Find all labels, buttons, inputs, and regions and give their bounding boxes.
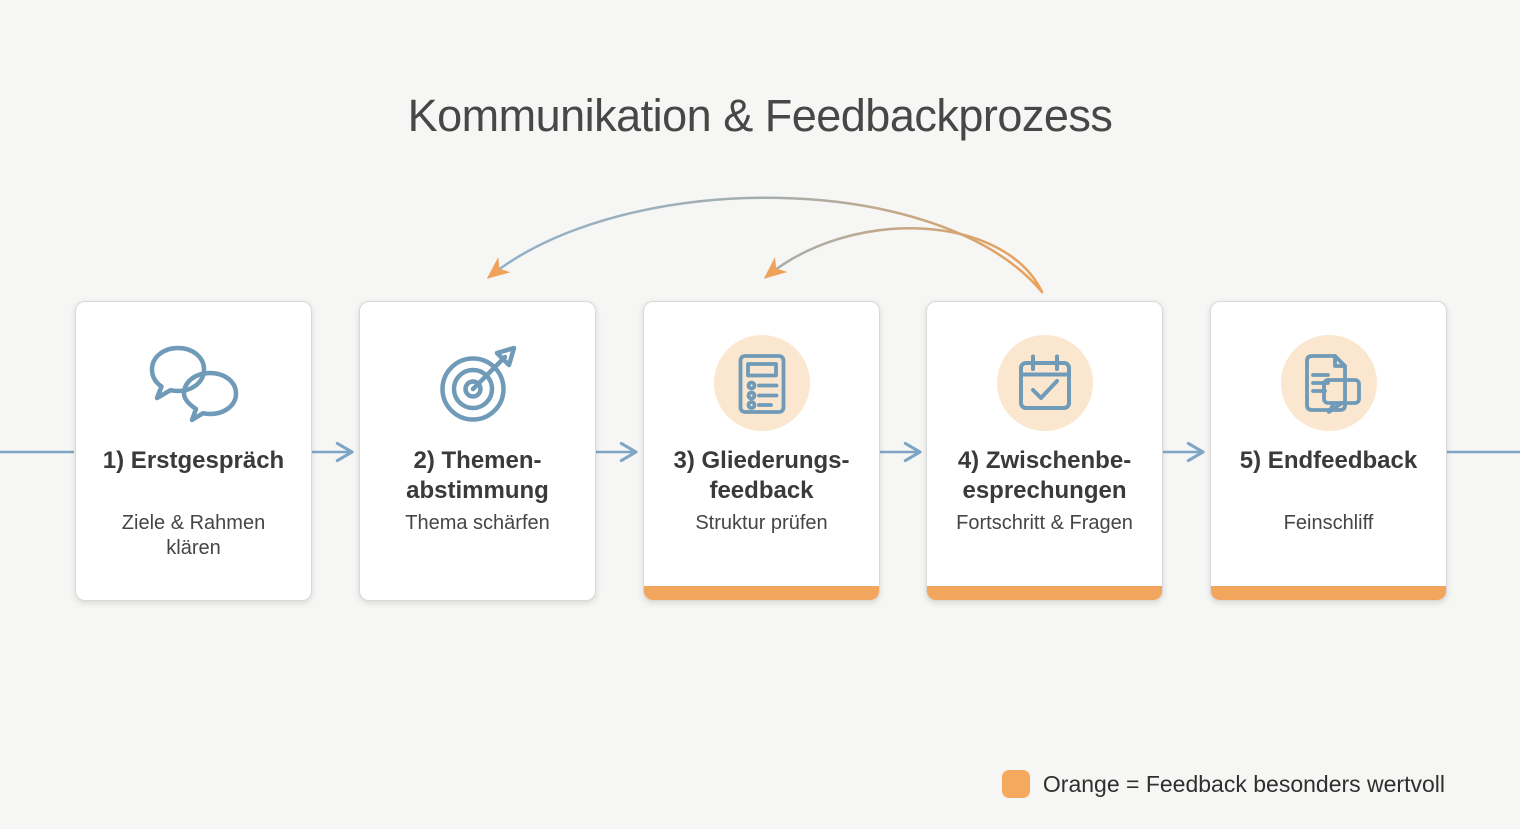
step-subtitle: Fortschritt & Fragen — [956, 512, 1133, 534]
legend-orange-swatch — [1001, 770, 1030, 798]
icon-highlight-circle — [713, 335, 810, 431]
legend: Orange = Feedback besonders wertvoll — [1001, 770, 1445, 798]
icon-area — [1211, 335, 1446, 432]
step-heading: 3) Gliederungs- feedback — [673, 447, 850, 504]
step-heading: 2) Themen- abstimmung — [406, 447, 549, 504]
step-subtitle: Thema schärfen — [405, 512, 550, 534]
icon-area — [644, 335, 879, 432]
step-card-gliederungsfeedback: 3) Gliederungs- feedback Struktur prüfen — [643, 301, 880, 601]
step-heading: 1) Erstgespräch — [102, 447, 285, 474]
step-subtitle: Struktur prüfen — [695, 512, 828, 534]
step-subtitle: Feinschliff — [1283, 512, 1374, 534]
step-card-endfeedback: 5) Endfeedback Feinschliff — [1210, 301, 1447, 601]
step-card-erstgespraech: 1) Erstgespräch Ziele & Rahmen klären — [75, 301, 312, 601]
calendar-check-icon — [1018, 354, 1071, 410]
feedback-arc-step4-to-step3 — [763, 227, 1044, 294]
step-card-themenabstimmung: 2) Themen- abstimmung Thema schärfen — [359, 301, 596, 601]
step-heading: 5) Endfeedback — [1239, 447, 1418, 474]
step-heading: 4) Zwischenbe- esprechungen — [957, 447, 1132, 504]
step-subtitle: Ziele & Rahmen klären — [121, 512, 266, 559]
icon-area — [360, 335, 595, 432]
legend-label: Orange = Feedback besonders wertvoll — [1042, 770, 1445, 797]
feedback-accent-bar — [927, 586, 1162, 600]
chat-bubbles-icon — [149, 345, 238, 422]
feedback-accent-bar — [644, 586, 879, 600]
icon-highlight-circle — [996, 335, 1093, 431]
feedback-accent-bar — [1211, 586, 1446, 600]
icon-area — [927, 335, 1162, 432]
feedback-arc-step4-to-step2 — [486, 196, 1044, 294]
step-card-zwischenbesprechungen: 4) Zwischenbe- esprechungen Fortschritt … — [926, 301, 1163, 601]
target-dart-icon — [439, 345, 516, 422]
page-title: Kommunikation & Feedbackprozess — [407, 90, 1113, 142]
document-list-icon — [738, 353, 785, 414]
icon-area — [76, 335, 311, 432]
document-comment-icon — [1304, 353, 1361, 414]
